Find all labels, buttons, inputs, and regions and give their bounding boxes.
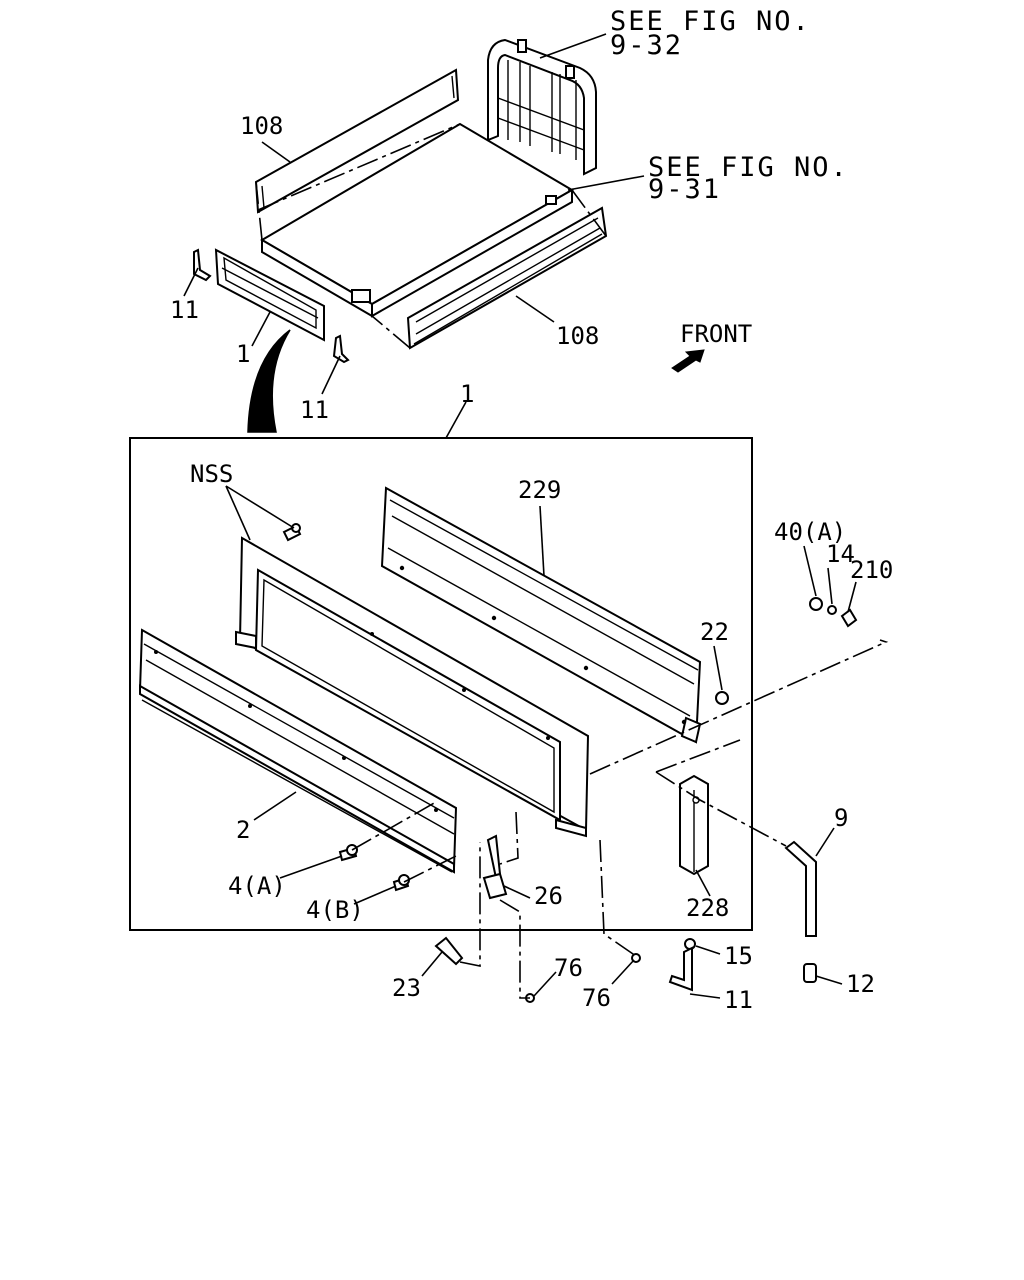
label-see-fig-9-31-line1: SEE FIG NO. [648, 152, 849, 183]
leader-26 [503, 885, 531, 899]
nut-15 [684, 938, 696, 950]
leader-40a [803, 545, 817, 597]
front-arrow-icon [671, 349, 705, 373]
label-76-right: 76 [582, 984, 611, 1012]
leader-12 [815, 975, 843, 985]
label-see-fig-9-32-line1: SEE FIG NO. [610, 6, 811, 37]
label-108-bottom: 108 [556, 322, 599, 350]
nut-22 [715, 691, 729, 705]
bolt-210 [840, 608, 858, 628]
leader-4b [353, 885, 397, 905]
label-11-bottom: 11 [724, 986, 753, 1014]
nut-40a [809, 597, 823, 611]
leader-9 [815, 827, 835, 857]
gate-frame [235, 536, 590, 838]
leader-76-right [611, 959, 635, 985]
leader-see-fig-9-32 [539, 33, 607, 59]
alignment-line-76 [599, 839, 637, 957]
detail-arrow [247, 329, 291, 433]
leader-14 [827, 567, 833, 605]
panel-229 [380, 486, 702, 744]
stake-post-228 [679, 774, 709, 876]
leader-23 [421, 951, 443, 977]
leader-11-left [183, 267, 199, 297]
leader-22 [713, 645, 723, 691]
hinge-pin-middle [332, 334, 350, 364]
leader-1-box [445, 401, 467, 439]
label-12: 12 [846, 970, 875, 998]
leader-nss-a [225, 485, 295, 529]
leader-nss-b [225, 485, 251, 541]
pin-9 [784, 840, 817, 937]
leader-11-bottom [689, 993, 721, 999]
label-9: 9 [834, 804, 848, 832]
alignment-line-main [589, 639, 889, 775]
alignment-line-26 [499, 899, 530, 999]
bolt-4b [392, 874, 410, 892]
bolt-nss [282, 523, 302, 542]
label-11-middle: 11 [300, 396, 329, 424]
leader-11-middle [321, 355, 341, 395]
label-2: 2 [236, 816, 250, 844]
label-40a: 40(A) [774, 518, 846, 546]
alignment-line-pin9 [655, 771, 787, 847]
leader-228 [695, 869, 711, 897]
label-76-left: 76 [554, 954, 583, 982]
hinge-pin-left [193, 248, 212, 282]
tail-gate-small [214, 248, 325, 342]
detail-box-border [129, 437, 753, 931]
bracket-26 [482, 834, 508, 900]
cap-12 [803, 963, 817, 983]
label-1-box: 1 [460, 380, 474, 408]
alignment-line-bracket [499, 811, 519, 865]
label-15: 15 [724, 942, 753, 970]
label-see-fig-9-32-line2: 9-32 [610, 30, 683, 61]
label-4a: 4(A) [228, 872, 286, 900]
label-229: 229 [518, 476, 561, 504]
label-210: 210 [850, 556, 893, 584]
label-22: 22 [700, 618, 729, 646]
leader-15 [695, 945, 721, 955]
bolt-23 [434, 936, 464, 966]
label-14: 14 [826, 540, 855, 568]
leader-108-top [261, 141, 291, 163]
leader-4a [279, 855, 343, 879]
leader-1-small [251, 311, 271, 347]
alignment-line-4a [351, 801, 437, 851]
leader-see-fig-9-31 [567, 175, 645, 191]
leader-229 [539, 505, 545, 577]
pin-11-bottom [668, 946, 693, 992]
alignment-line-4b [403, 855, 457, 883]
leader-2 [253, 791, 297, 821]
panel-2 [138, 628, 458, 874]
bolt-4a [338, 844, 358, 862]
label-see-fig-9-31-line2: 9-31 [648, 174, 721, 205]
label-1-small: 1 [236, 340, 250, 368]
label-4b: 4(B) [306, 896, 364, 924]
label-108-top: 108 [240, 112, 283, 140]
label-23: 23 [392, 974, 421, 1002]
washer-14 [827, 605, 837, 615]
alignment-line-23 [459, 842, 481, 967]
label-nss: NSS [190, 460, 233, 488]
label-26: 26 [534, 882, 563, 910]
label-front: FRONT [680, 320, 752, 348]
bed-floor-platform [260, 122, 574, 318]
leader-108-bottom [515, 295, 555, 323]
leader-76-left [533, 971, 557, 997]
alignment-line-floor [255, 123, 607, 349]
headboard-frame [487, 38, 597, 176]
leader-210 [847, 581, 857, 613]
label-228: 228 [686, 894, 729, 922]
label-11-left: 11 [170, 296, 199, 324]
